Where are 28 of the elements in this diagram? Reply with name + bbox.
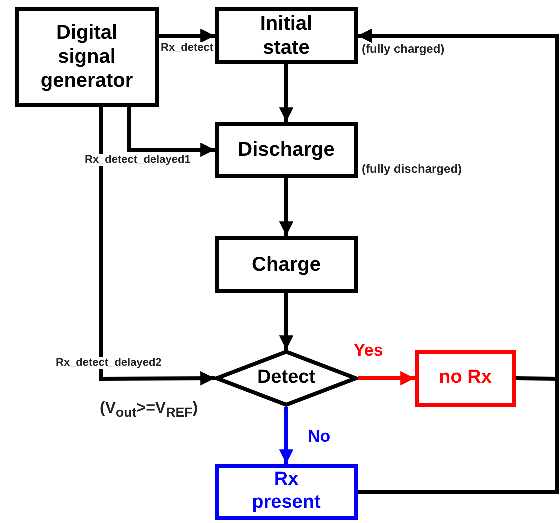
process-box bbox=[215, 7, 358, 64]
node-label: no Rx bbox=[439, 367, 492, 390]
arrow bbox=[358, 28, 559, 494]
arrow bbox=[127, 107, 215, 158]
edge-label: Rx_detect_delayed1 bbox=[84, 154, 192, 166]
process-box bbox=[215, 236, 358, 293]
arrow bbox=[159, 28, 215, 44]
node-label: Discharge bbox=[238, 138, 335, 162]
arrow bbox=[99, 107, 215, 386]
generator-box bbox=[15, 7, 159, 107]
node-label: Rx present bbox=[251, 469, 322, 515]
arrow bbox=[358, 371, 415, 386]
arrow bbox=[279, 64, 294, 122]
condition-note: (V$_{out}$>=V$_{REF}$) bbox=[100, 400, 198, 420]
node-label: Detect bbox=[257, 367, 316, 390]
edge-label: Rx_detect bbox=[160, 42, 215, 54]
process-box bbox=[415, 350, 516, 407]
arrow bbox=[279, 293, 294, 350]
condition-note: (fully charged) bbox=[362, 42, 445, 56]
edge-label: Rx_detect_delayed2 bbox=[55, 357, 163, 370]
process-box bbox=[215, 122, 358, 178]
arrow bbox=[279, 178, 294, 236]
node-label: Initial state bbox=[259, 12, 314, 60]
condition-note: (fully discharged) bbox=[362, 162, 462, 176]
node-label: Charge bbox=[252, 252, 321, 276]
process-box bbox=[215, 464, 358, 520]
arrow bbox=[279, 407, 294, 464]
node-label: Digital signal generator bbox=[40, 21, 134, 93]
